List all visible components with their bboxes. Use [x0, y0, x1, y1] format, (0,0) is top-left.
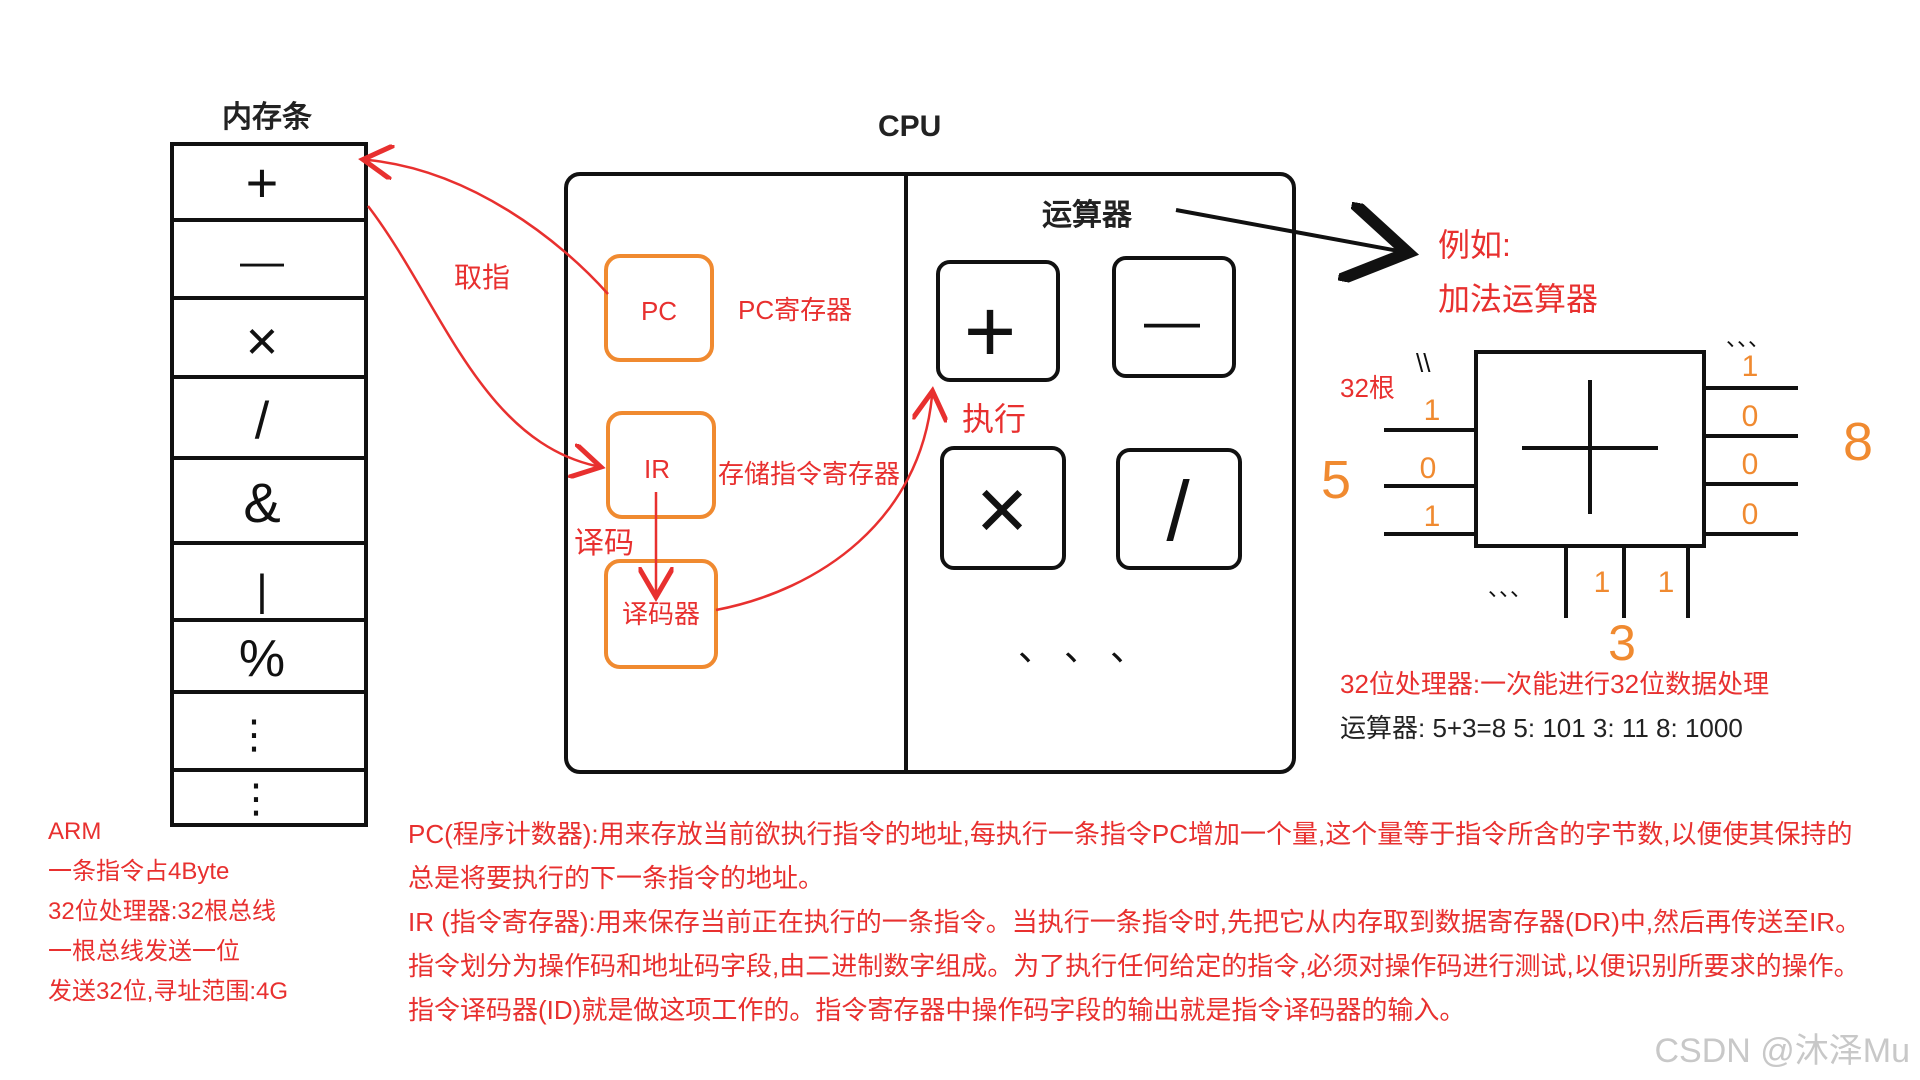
svg-text:+: + [964, 282, 1017, 382]
ir-box [606, 411, 716, 519]
right-bit-4: 0 [1742, 498, 1759, 531]
wires-label: 32根 [1340, 373, 1395, 403]
execute-arrow [715, 396, 932, 612]
ir-register-desc: 存储指令寄存器 [718, 459, 901, 489]
fetch-arrow-to-memory [368, 160, 609, 295]
memory-cell-7: % [239, 630, 285, 688]
example-line1: 例如: [1438, 227, 1511, 263]
left-note-5: 发送32位,寻址范围:4G [48, 978, 289, 1005]
alu-op-sub: — [1112, 256, 1236, 378]
alu-op-mul: × [940, 446, 1066, 570]
alu-calc-note: 运算器: 5+3=8 5: 101 3: 11 8: 1000 [1340, 713, 1743, 743]
example-line2: 加法运算器 [1438, 281, 1599, 317]
memory-cell-2: — [240, 237, 284, 286]
left-input-value: 5 [1321, 450, 1351, 510]
alu-op-add: + [936, 260, 1060, 382]
watermark: CSDN @沐泽Mu [1654, 1032, 1910, 1070]
fetch-arrow-to-ir [367, 205, 596, 466]
decoder-box [604, 559, 718, 669]
bottom-bit-1: 1 [1594, 566, 1611, 599]
left-note-1: ARM [48, 818, 102, 845]
right-output-value: 8 [1843, 412, 1873, 472]
bottom-bit-2: 1 [1658, 566, 1675, 599]
left-bit-2: 0 [1420, 452, 1437, 485]
cpu-title: CPU [878, 110, 942, 143]
left-note-3: 32位处理器:32根总线 [48, 898, 277, 925]
memory-cell-5: & [243, 471, 280, 534]
alu-title: 运算器 [1042, 199, 1132, 232]
fetch-label: 取指 [454, 262, 511, 293]
memory-cell-1: + [246, 151, 279, 214]
memory-title: 内存条 [222, 101, 312, 134]
alu-more-dots: 、 、 、 [1018, 627, 1146, 668]
memory-cell-3: × [246, 309, 279, 372]
alu-example-arrow [1175, 210, 1404, 252]
pc-label: PC [641, 296, 677, 326]
cpu-box [564, 172, 1296, 774]
left-bit-3: 1 [1424, 500, 1441, 533]
ir-definition: IR (指令寄存器):用来保存当前正在执行的一条指令。当执行一条指令时,先把它从… [408, 907, 1862, 1025]
memory-strip: + — × / & | % ⋮ ⋮ [170, 142, 368, 827]
bottom-dots: 、、、 [1488, 576, 1532, 601]
memory-cell-8: ⋮ [234, 713, 274, 757]
bottom-notes: PC(程序计数器):用来存放当前欲执行指令的地址,每执行一条指令PC增加一个量,… [408, 812, 1868, 1032]
left-note-2: 一条指令占4Byte [48, 858, 230, 885]
decoder-label: 译码器 [622, 599, 700, 629]
alu-op-div: / [1116, 448, 1242, 570]
svg-text:/: / [1166, 464, 1190, 558]
memory-cell-4: / [255, 392, 270, 450]
execute-label: 执行 [962, 401, 1027, 437]
pc-box [604, 254, 714, 362]
memory-cell-9: ⋮ [236, 777, 276, 821]
memory-cell-6: | [256, 566, 267, 615]
right-bit-2: 0 [1742, 400, 1759, 433]
processor-note: 32位处理器:一次能进行32位数据处理 [1340, 669, 1770, 699]
right-bit-3: 0 [1742, 448, 1759, 481]
left-notes: ARM 一条指令占4Byte 32位处理器:32根总线 一根总线发送一位 发送3… [48, 812, 288, 1012]
pc-register-desc: PC寄存器 [738, 295, 853, 325]
left-bit-1: 1 [1424, 394, 1441, 427]
right-bit-1: 1 [1742, 350, 1759, 383]
svg-text:×: × [976, 460, 1029, 560]
top-dots: 、、、 [1726, 326, 1770, 351]
svg-text:—: — [1144, 289, 1200, 352]
wire-tick-marks: \\ [1416, 348, 1431, 378]
decode-label: 译码 [574, 527, 634, 560]
adder-chip [1384, 350, 1798, 618]
ir-label: IR [644, 454, 670, 484]
bottom-input-value: 3 [1608, 615, 1636, 671]
left-note-4: 一根总线发送一位 [48, 938, 240, 965]
pc-definition: PC(程序计数器):用来存放当前欲执行指令的地址,每执行一条指令PC增加一个量,… [408, 819, 1853, 893]
